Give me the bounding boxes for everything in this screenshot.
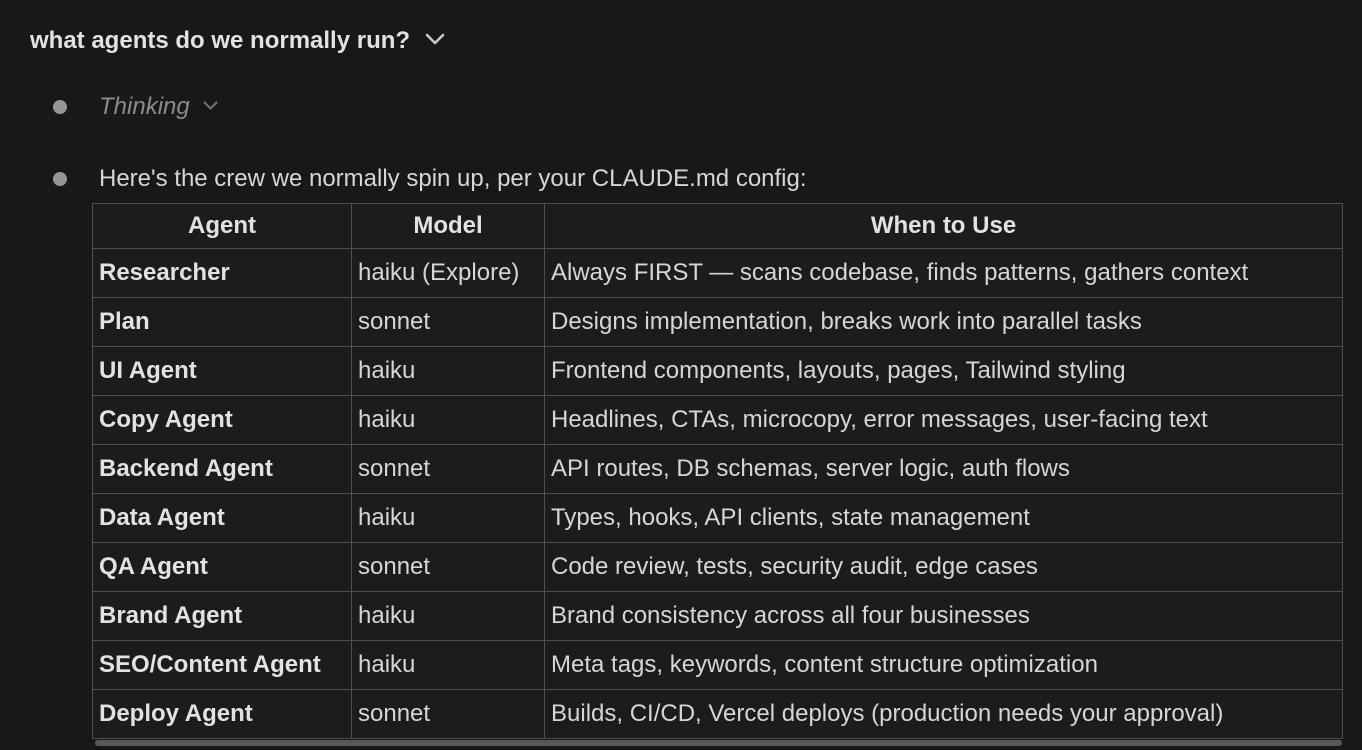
user-message-title: what agents do we normally run? <box>30 27 411 54</box>
model-cell: haiku <box>351 591 545 641</box>
bullet-icon <box>53 172 67 186</box>
thinking-block: Thinking <box>53 92 1362 122</box>
agent-cell: Deploy Agent <box>92 689 352 739</box>
agent-cell: Researcher <box>92 248 352 298</box>
agent-cell: UI Agent <box>92 346 352 396</box>
column-header: Agent <box>92 203 352 249</box>
chevron-down-icon[interactable] <box>202 98 219 116</box>
model-cell: haiku <box>351 493 545 543</box>
agent-cell: SEO/Content Agent <box>92 640 352 690</box>
model-cell: haiku (Explore) <box>351 248 545 298</box>
chat-transcript: what agents do we normally run? Thinking… <box>0 26 1362 746</box>
when-to-use-cell: Meta tags, keywords, content structure o… <box>544 640 1343 690</box>
model-cell: sonnet <box>351 689 545 739</box>
model-cell: haiku <box>351 346 545 396</box>
model-cell: sonnet <box>351 542 545 592</box>
when-to-use-cell: Always FIRST — scans codebase, finds pat… <box>544 248 1343 298</box>
bullet-icon <box>53 100 67 114</box>
agent-cell: Data Agent <box>92 493 352 543</box>
when-to-use-cell: Brand consistency across all four busine… <box>544 591 1343 641</box>
when-to-use-cell: Builds, CI/CD, Vercel deploys (productio… <box>544 689 1343 739</box>
column-header: Model <box>351 203 545 249</box>
chevron-down-icon[interactable] <box>424 32 446 51</box>
model-cell: haiku <box>351 640 545 690</box>
when-to-use-cell: Frontend components, layouts, pages, Tai… <box>544 346 1343 396</box>
assistant-message-text: Here's the crew we normally spin up, per… <box>99 165 807 192</box>
agent-cell: Copy Agent <box>92 395 352 445</box>
agent-cell: Brand Agent <box>92 591 352 641</box>
when-to-use-cell: Code review, tests, security audit, edge… <box>544 542 1343 592</box>
assistant-message: Here's the crew we normally spin up, per… <box>53 164 1362 194</box>
model-cell: sonnet <box>351 297 545 347</box>
agent-cell: Backend Agent <box>92 444 352 494</box>
when-to-use-cell: Headlines, CTAs, microcopy, error messag… <box>544 395 1343 445</box>
agent-cell: Plan <box>92 297 352 347</box>
when-to-use-cell: API routes, DB schemas, server logic, au… <box>544 444 1343 494</box>
when-to-use-cell: Types, hooks, API clients, state managem… <box>544 493 1343 543</box>
thinking-label[interactable]: Thinking <box>99 93 190 120</box>
user-message-header: what agents do we normally run? <box>30 26 1362 56</box>
column-header: When to Use <box>544 203 1343 249</box>
model-cell: haiku <box>351 395 545 445</box>
horizontal-scrollbar-thumb[interactable] <box>95 740 1342 746</box>
model-cell: sonnet <box>351 444 545 494</box>
when-to-use-cell: Designs implementation, breaks work into… <box>544 297 1343 347</box>
agent-cell: QA Agent <box>92 542 352 592</box>
